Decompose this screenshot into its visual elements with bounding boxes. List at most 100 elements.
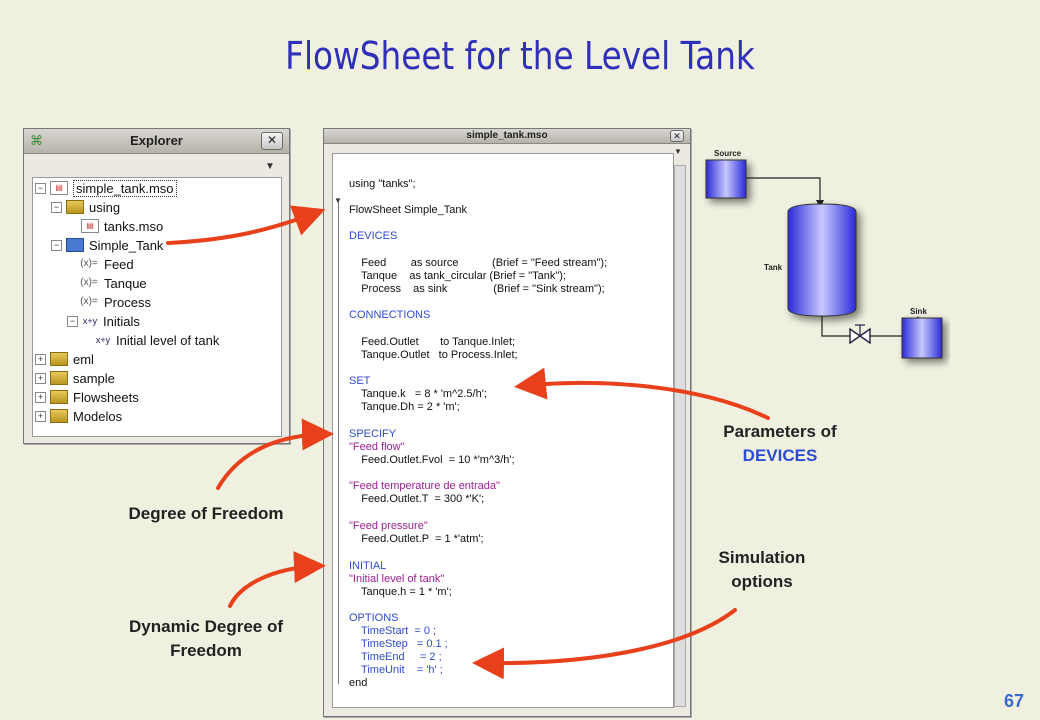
tree-item-initials[interactable]: − x+y Initials bbox=[67, 312, 140, 330]
collapse-icon[interactable]: − bbox=[67, 315, 78, 327]
arrow-parameters bbox=[514, 367, 770, 420]
code-line: Feed.Outlet to Tanque.Inlet; bbox=[349, 336, 516, 348]
slide-title: FlowSheet for the Level Tank bbox=[285, 34, 755, 78]
tree-item-tanque[interactable]: (x)= Tanque bbox=[80, 275, 147, 291]
tree-item-modelos[interactable]: + Modelos bbox=[35, 407, 122, 425]
sink-label: Sink bbox=[910, 307, 927, 316]
tree-item-using[interactable]: − using bbox=[51, 198, 120, 216]
explorer-title: Explorer bbox=[130, 133, 183, 148]
fold-arrow-icon[interactable]: ▼ bbox=[334, 196, 342, 205]
code-line: "Feed pressure" bbox=[349, 520, 428, 532]
explorer-titlebar[interactable]: ⌘ Explorer ✕ bbox=[24, 129, 289, 154]
file-icon: ▤ bbox=[50, 181, 68, 195]
tree-item-eml[interactable]: + eml bbox=[35, 350, 94, 368]
code-line: Feed.Outlet.T = 300 *'K'; bbox=[349, 493, 485, 505]
tank-label: Tank bbox=[764, 263, 783, 272]
folder-icon bbox=[50, 371, 68, 385]
code-line: TimeStart = 0 ; bbox=[349, 625, 437, 637]
tree-app-icon: ⌘ bbox=[30, 133, 43, 148]
arrow-dynamic-degree bbox=[228, 551, 326, 608]
feed-line bbox=[746, 177, 821, 202]
code-line: FlowSheet Simple_Tank bbox=[349, 204, 468, 216]
source-vessel bbox=[705, 159, 747, 199]
folder-icon bbox=[50, 409, 68, 423]
code-line: using "tanks"; bbox=[349, 178, 416, 190]
tree-item-simple-tank[interactable]: − Simple_Tank bbox=[51, 236, 163, 254]
equation-icon: x+y bbox=[82, 316, 98, 326]
simulation-options-annotation: Simulation options bbox=[680, 546, 844, 594]
arrow-simulation-options bbox=[472, 608, 737, 680]
tank-vessel bbox=[787, 203, 857, 317]
parameters-line2: DEVICES bbox=[742, 446, 818, 465]
code-line: Feed.Outlet.Fvol = 10 *'m^3/h'; bbox=[349, 454, 515, 466]
close-icon[interactable]: ✕ bbox=[261, 132, 283, 150]
variable-icon: (x)= bbox=[80, 277, 98, 288]
tree-item-sample[interactable]: + sample bbox=[35, 369, 115, 387]
explorer-window: ⌘ Explorer ✕ ▼ − ▤ simple_tank.mso − usi… bbox=[23, 128, 290, 444]
tree-item-flowsheets[interactable]: + Flowsheets bbox=[35, 388, 139, 406]
code-line: OPTIONS bbox=[349, 612, 399, 624]
code-line: TimeEnd = 2 ; bbox=[349, 651, 442, 663]
explorer-tree: − ▤ simple_tank.mso − using ▤ tanks.mso … bbox=[32, 177, 282, 437]
tree-item-tanks-mso[interactable]: ▤ tanks.mso bbox=[81, 217, 163, 235]
code-line: Tanque.Outlet to Process.Inlet; bbox=[349, 349, 518, 361]
code-line: SET bbox=[349, 375, 371, 387]
parameters-annotation: Parameters of DEVICES bbox=[690, 420, 870, 468]
degree-of-freedom-annotation: Degree of Freedom bbox=[128, 504, 284, 523]
code-line: Tanque.Dh = 2 * 'm'; bbox=[349, 401, 460, 413]
folder-icon bbox=[50, 390, 68, 404]
arrow-explorer-to-flowsheet bbox=[166, 205, 326, 245]
expand-icon[interactable]: + bbox=[35, 410, 46, 422]
code-line: "Initial level of tank" bbox=[349, 573, 445, 585]
parameters-line1: Parameters of bbox=[723, 422, 837, 441]
process-diagram: Source Tank Sink bbox=[700, 140, 950, 380]
sink-vessel bbox=[901, 317, 943, 359]
tree-item-simple-tank-mso[interactable]: − ▤ simple_tank.mso bbox=[35, 179, 177, 197]
code-line: SPECIFY bbox=[349, 428, 397, 440]
code-line: TimeUnit = 'h' ; bbox=[349, 664, 443, 676]
expand-icon[interactable]: + bbox=[35, 353, 46, 365]
code-line: end bbox=[349, 677, 368, 689]
editor-title: simple_tank.mso bbox=[466, 130, 548, 141]
code-line: "Feed temperature de entrada" bbox=[349, 480, 500, 492]
file-icon: ▤ bbox=[81, 219, 99, 233]
simulation-line1: Simulation bbox=[718, 548, 806, 567]
tree-item-process[interactable]: (x)= Process bbox=[80, 294, 151, 310]
valve-half bbox=[858, 327, 871, 345]
code-line: Feed.Outlet.P = 1 *'atm'; bbox=[349, 533, 484, 545]
code-line: Feed as source (Brief = "Feed stream"); bbox=[349, 257, 608, 269]
collapse-icon[interactable]: − bbox=[51, 239, 62, 251]
simulation-line2: options bbox=[731, 572, 793, 591]
diagram-svg bbox=[705, 159, 943, 359]
vertical-scrollbar[interactable] bbox=[674, 165, 686, 707]
chevron-down-icon[interactable]: ▼ bbox=[265, 161, 275, 172]
arrow-degree-of-freedom bbox=[216, 418, 334, 490]
flowsheet-icon bbox=[66, 238, 84, 252]
tree-item-initial-level[interactable]: x+y Initial level of tank bbox=[95, 332, 220, 348]
variable-icon: (x)= bbox=[80, 296, 98, 307]
dynamic-line1: Dynamic Degree of bbox=[129, 617, 283, 636]
editor-titlebar[interactable]: simple_tank.mso ✕ bbox=[324, 129, 690, 144]
close-icon[interactable]: ✕ bbox=[670, 130, 684, 142]
valve-icon bbox=[849, 327, 862, 345]
folder-icon bbox=[66, 200, 84, 214]
code-line: Tanque.k = 8 * 'm^2.5/h'; bbox=[349, 388, 487, 400]
page-number: 67 bbox=[1003, 691, 1024, 711]
folder-icon bbox=[50, 352, 68, 366]
collapse-icon[interactable]: − bbox=[51, 201, 62, 213]
code-line: CONNECTIONS bbox=[349, 309, 431, 321]
expand-icon[interactable]: + bbox=[35, 391, 46, 403]
code-line: Process as sink (Brief = "Sink stream"); bbox=[349, 283, 605, 295]
code-line: INITIAL bbox=[349, 560, 387, 572]
chevron-down-icon[interactable]: ▼ bbox=[674, 147, 682, 156]
code-line: Tanque.h = 1 * 'm'; bbox=[349, 586, 452, 598]
collapse-icon[interactable]: − bbox=[35, 182, 46, 194]
equation-icon: x+y bbox=[95, 335, 111, 345]
dynamic-degree-annotation: Dynamic Degree of Freedom bbox=[96, 615, 316, 663]
code-editor[interactable]: ▼ using "tanks"; FlowSheet Simple_Tank D… bbox=[332, 153, 674, 708]
fold-gutter bbox=[338, 202, 341, 684]
tree-item-feed[interactable]: (x)= Feed bbox=[80, 256, 134, 272]
expand-icon[interactable]: + bbox=[35, 372, 46, 384]
editor-window: simple_tank.mso ✕ ▼ ▼ using "tanks"; Flo… bbox=[323, 128, 691, 717]
